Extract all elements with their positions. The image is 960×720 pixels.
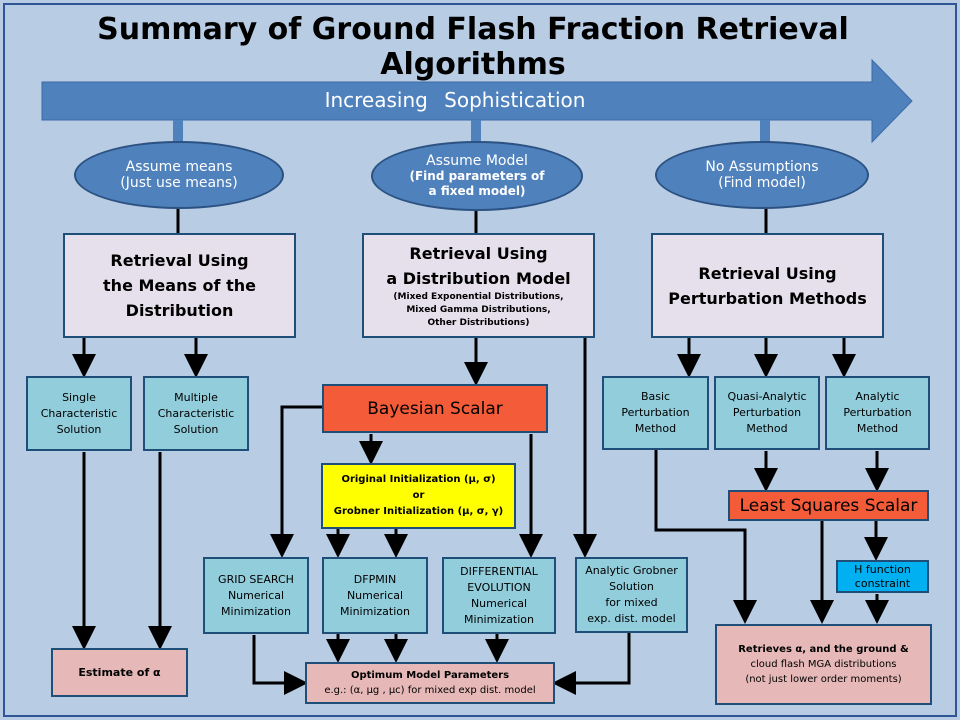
retrieval-distribution-sub1: (Mixed Exponential Distributions,	[393, 292, 564, 302]
h-function-line2: constraint	[854, 576, 911, 590]
multiple-solution-box: Multiple Characteristic Solution	[143, 376, 249, 451]
analytic-perturbation-box: Analytic Perturbation Method	[825, 376, 930, 450]
dfpmin-line2: Numerical	[346, 588, 404, 602]
retrieval-perturbation-line2: Perturbation Methods	[668, 288, 867, 308]
conn-grid-optimum	[252, 635, 308, 695]
retrieval-means-box: Retrieval Using the Means of the Distrib…	[63, 233, 296, 338]
arrow-stub-2	[471, 120, 481, 142]
multiple-solution-line3: Solution	[173, 422, 219, 436]
least-squares-label: Least Squares Scalar	[739, 495, 918, 516]
retrieval-means-line3: Distribution	[125, 301, 234, 320]
analytic-grobner-line4: exp. dist. model	[587, 612, 676, 625]
least-squares-box: Least Squares Scalar	[728, 490, 929, 521]
multiple-solution-line2: Characteristic	[157, 406, 235, 420]
initialization-box: Original Initialization (μ, σ) or Grobne…	[321, 463, 516, 529]
single-solution-box: Single Characteristic Solution	[26, 376, 132, 451]
retrieval-distribution-box: Retrieval Using a Distribution Model (Mi…	[362, 233, 595, 338]
basic-perturbation-line1: Basic	[640, 390, 671, 403]
arrow-stub-1	[173, 120, 183, 142]
analytic-perturbation-line3: Method	[856, 422, 899, 435]
estimate-label: Estimate of α	[78, 666, 161, 679]
multiple-solution-line1: Multiple	[174, 390, 218, 404]
grid-search-line1: GRID SEARCH	[218, 572, 294, 586]
retrieval-means-line2: the Means of the	[103, 276, 256, 295]
basic-perturbation-line3: Method	[634, 422, 677, 435]
optimum-example: e.g.: (α, μg , μc) for mixed exp dist. m…	[324, 685, 536, 696]
retrieval-distribution-line1: Retrieval Using	[409, 244, 548, 263]
dfpmin-box: DFPMIN Numerical Minimization	[322, 557, 428, 634]
retrieval-distribution-sub3: Other Distributions)	[427, 318, 530, 328]
analytic-grobner-line3: for mixed	[605, 596, 658, 609]
bayesian-scalar-label: Bayesian Scalar	[367, 398, 503, 419]
arrow-stub-3	[760, 120, 770, 142]
grid-search-line2: Numerical	[227, 588, 285, 602]
category-assume-means: Assume means (Just use means)	[74, 141, 284, 209]
single-solution-line3: Solution	[56, 422, 102, 436]
basic-perturbation-box: Basic Perturbation Method	[602, 376, 709, 450]
grid-search-box: GRID SEARCH Numerical Minimization	[203, 557, 309, 634]
retrieval-means-line1: Retrieval Using	[110, 251, 249, 270]
single-solution-line2: Characteristic	[40, 406, 118, 420]
differential-evolution-line3: Numerical	[470, 596, 528, 610]
retrieval-perturbation-box: Retrieval Using Perturbation Methods	[651, 233, 884, 338]
h-function-box: H function constraint	[836, 560, 929, 593]
category-assume-means-line2: (Just use means)	[120, 175, 238, 191]
quasi-analytic-box: Quasi-Analytic Perturbation Method	[714, 376, 820, 450]
optimum-title: Optimum Model Parameters	[350, 670, 510, 681]
conn-basic-retrieves	[654, 450, 757, 624]
retrieves-line3: (not just lower order moments)	[745, 674, 902, 685]
diagram-title: Summary of Ground Flash Fraction Retriev…	[97, 12, 849, 82]
category-no-assumptions-line2: (Find model)	[718, 175, 806, 191]
retrieves-line2: cloud flash MGA distributions	[750, 659, 897, 670]
optimum-parameters-box: Optimum Model Parameters e.g.: (α, μg , …	[305, 662, 555, 704]
retrieval-perturbation-line1: Retrieval Using	[698, 263, 837, 283]
grid-search-line3: Minimization	[221, 604, 291, 618]
dfpmin-line1: DFPMIN	[353, 572, 397, 586]
differential-evolution-line2: EVOLUTION	[467, 580, 531, 594]
estimate-box: Estimate of α	[51, 648, 188, 697]
conn-grobner-optimum	[552, 633, 631, 695]
analytic-grobner-line1: Analytic Grobner	[585, 564, 678, 577]
differential-evolution-line4: Minimization	[464, 612, 534, 626]
analytic-perturbation-line2: Perturbation	[843, 406, 912, 419]
differential-evolution-line1: DIFFERENTIAL	[460, 564, 538, 578]
category-assume-model-sub2: a fixed model)	[428, 184, 526, 198]
sophistication-arrow-label: Increasing Sophistication	[324, 88, 586, 112]
initialization-grobner: Grobner Initialization (μ, σ, γ)	[333, 506, 504, 517]
category-no-assumptions: No Assumptions (Find model)	[655, 141, 869, 209]
bayesian-scalar-box: Bayesian Scalar	[322, 384, 548, 433]
category-assume-model: Assume Model (Find parameters of a fixed…	[371, 141, 583, 211]
retrieval-distribution-sub2: Mixed Gamma Distributions,	[406, 305, 551, 315]
retrieves-box: Retrieves α, and the ground & cloud flas…	[715, 624, 932, 705]
analytic-grobner-box: Analytic Grobner Solution for mixed exp.…	[575, 557, 688, 633]
analytic-perturbation-line1: Analytic	[855, 390, 900, 403]
analytic-grobner-line2: Solution	[609, 580, 654, 593]
single-solution-line1: Single	[62, 390, 96, 404]
differential-evolution-box: DIFFERENTIAL EVOLUTION Numerical Minimiz…	[442, 557, 556, 634]
initialization-original: Original Initialization (μ, σ)	[341, 474, 496, 485]
quasi-analytic-line2: Perturbation	[732, 406, 802, 419]
h-function-line1: H function	[854, 562, 911, 576]
conn-bayesian-grid	[270, 405, 322, 558]
retrieval-distribution-line2: a Distribution Model	[386, 269, 571, 288]
quasi-analytic-line1: Quasi-Analytic	[727, 390, 807, 403]
category-assume-model-line1: Assume Model	[426, 153, 528, 169]
category-assume-model-sub1: (Find parameters of	[409, 169, 545, 183]
quasi-analytic-line3: Method	[746, 422, 788, 435]
category-assume-means-line1: Assume means	[125, 159, 233, 175]
initialization-or: or	[412, 490, 425, 501]
dfpmin-line3: Minimization	[340, 604, 410, 618]
category-no-assumptions-line1: No Assumptions	[705, 159, 819, 175]
retrieves-line1: Retrieves α, and the ground &	[738, 644, 909, 655]
basic-perturbation-line2: Perturbation	[621, 406, 690, 419]
